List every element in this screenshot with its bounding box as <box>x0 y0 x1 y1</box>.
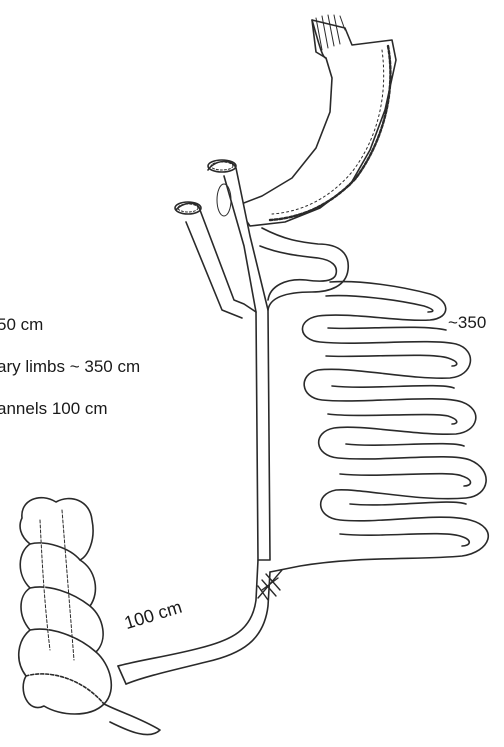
label-common-channel-50: 50 cm <box>0 315 43 335</box>
alimentary-limb <box>260 228 488 572</box>
stomach-sleeve <box>236 15 396 226</box>
label-biliary-limbs: ary limbs ~ 350 cm <box>0 357 140 377</box>
label-channels-100: annels 100 cm <box>0 399 108 419</box>
label-alimentary-350: ~350 <box>448 313 486 333</box>
